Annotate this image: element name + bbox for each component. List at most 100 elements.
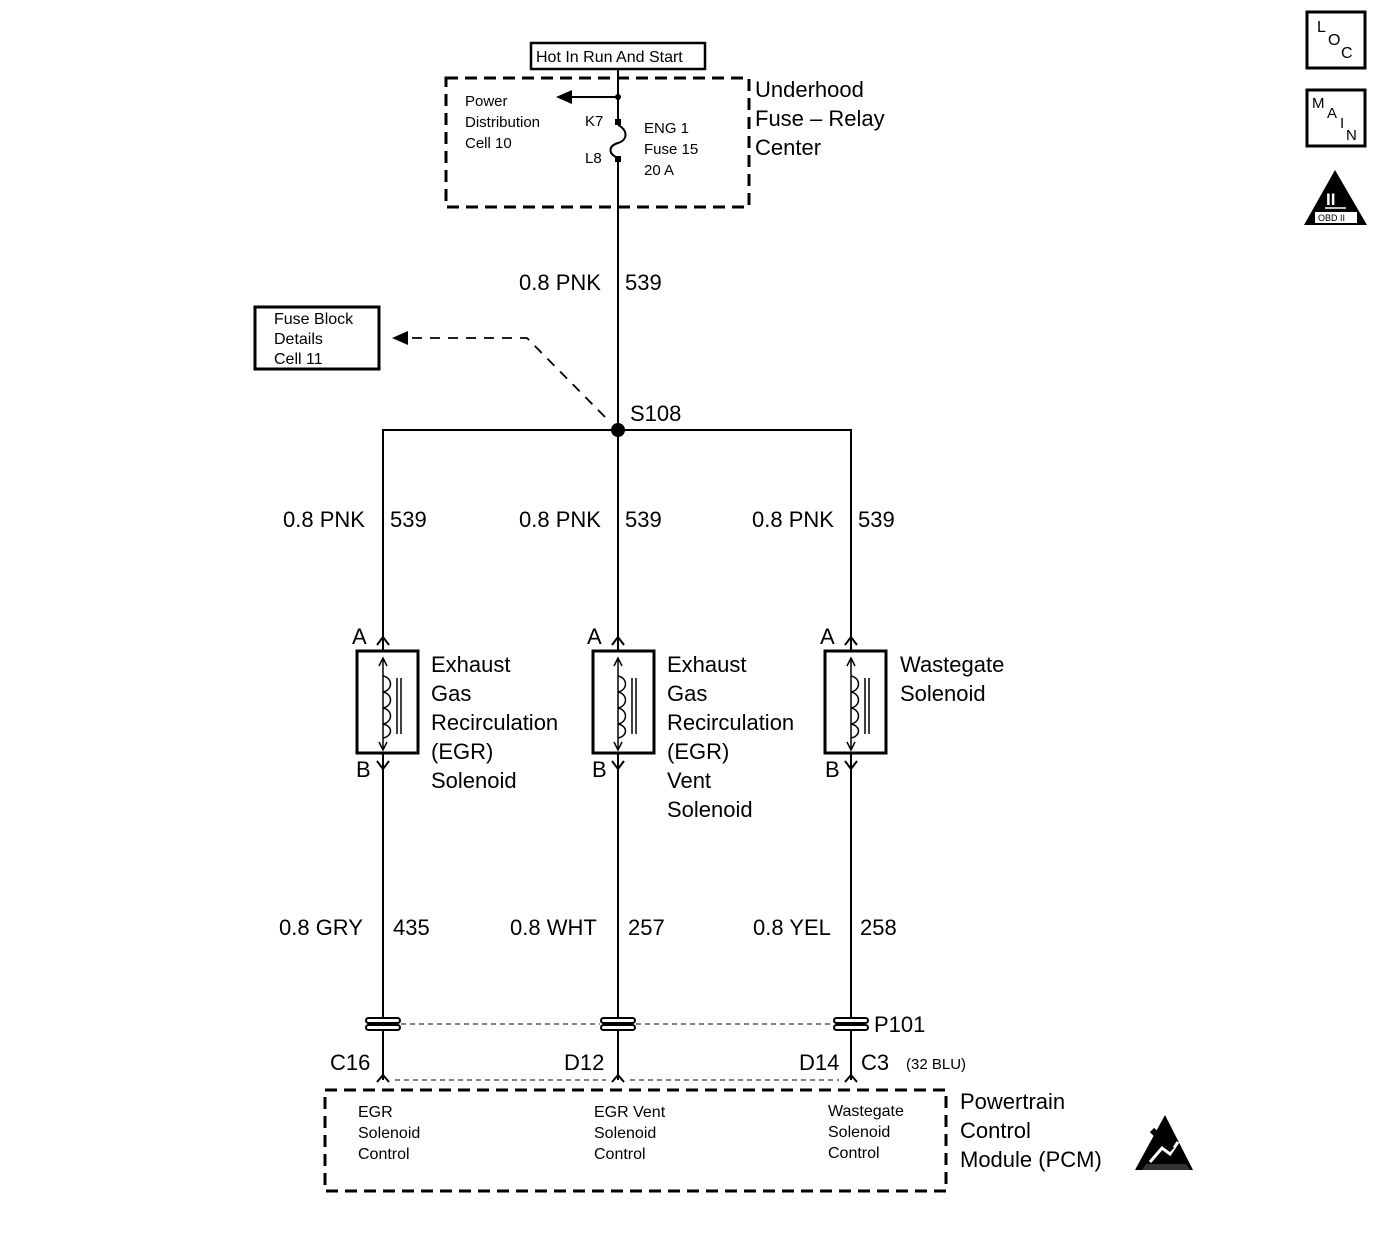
branch-mid-circuit: 539 (625, 507, 662, 532)
pcm-title-2: Control (960, 1118, 1031, 1143)
loc-icon[interactable]: L O C (1305, 10, 1367, 70)
power-dist-line-3: Cell 10 (465, 135, 512, 152)
power-dist-line-2: Distribution (465, 114, 540, 131)
pcm-connector-note: (32 BLU) (906, 1056, 966, 1073)
fuse-block-line-3: Cell 11 (274, 351, 323, 368)
ref-arrow-icon (392, 331, 408, 345)
vent-pin-b: B (592, 757, 607, 782)
fuse-block-line-2: Details (274, 331, 323, 348)
pcm-module: EGR Solenoid Control EGR Vent Solenoid C… (323, 1088, 1102, 1193)
pin-l8: L8 (585, 150, 602, 167)
obd-label: OBD II (1318, 213, 1345, 223)
pcm-input-3-line-1: Wastegate (828, 1103, 904, 1120)
wastegate-label-1: Wastegate (900, 652, 1004, 677)
pcm-title-3: Module (PCM) (960, 1147, 1102, 1172)
vent-coil-icon (617, 675, 627, 739)
pcm-pin-c3: C3 (861, 1050, 889, 1075)
pcm-input-1-line-1: EGR (358, 1104, 393, 1121)
pcm-pin-d14: D14 (799, 1050, 839, 1075)
wastegate-solenoid: A B Wastegate Solenoid (820, 624, 1004, 1080)
fuse-line-1: ENG 1 (644, 120, 689, 137)
hot-in-run-label: Hot In Run And Start (529, 41, 707, 71)
branch-left-circuit: 539 (390, 507, 427, 532)
fuse-center-title-1: Underhood (755, 77, 864, 102)
vent-pin-b-connector-icon (611, 760, 625, 771)
egr-label-3: Recirculation (431, 710, 558, 735)
egr-pin-b-connector-icon (376, 760, 390, 771)
egr-label-2: Gas (431, 681, 471, 706)
vent-label-4: (EGR) (667, 739, 729, 764)
esd-sensitive-icon (1135, 1115, 1193, 1170)
ctrl-mid-gauge: 0.8 WHT (510, 915, 597, 940)
power-dist-line-1: Power (465, 93, 508, 110)
fuse-line-3: 20 A (644, 162, 674, 179)
ctrl-mid-circuit: 257 (628, 915, 665, 940)
fuse-line-2: Fuse 15 (644, 141, 698, 158)
pcm-input-1-line-3: Control (358, 1146, 410, 1163)
wastegate-coil-icon (850, 675, 860, 739)
branch-mid-gauge: 0.8 PNK (519, 507, 601, 532)
fuse-symbol-icon (609, 124, 627, 159)
main-letter-a: A (1327, 105, 1337, 122)
main-icon[interactable]: M A I N (1305, 88, 1367, 148)
obd-numeral: II (1326, 190, 1335, 209)
pcm-input-3-line-2: Solenoid (828, 1124, 890, 1141)
ctrl-left-gauge: 0.8 GRY (279, 915, 363, 940)
wastegate-pin-a: A (820, 624, 835, 649)
hot-label-text: Hot In Run And Start (536, 49, 683, 66)
feed-wire-circuit: 539 (625, 270, 662, 295)
underhood-fuse-relay-center: Underhood Fuse – Relay Center Power Dist… (444, 69, 885, 209)
branch-right-circuit: 539 (858, 507, 895, 532)
power-dist-arrow-icon (556, 90, 572, 104)
wastegate-pin-b-connector-icon (844, 760, 858, 771)
vent-label-1: Exhaust (667, 652, 747, 677)
pcm-input-2-line-3: Control (594, 1146, 646, 1163)
main-letter-m: M (1312, 95, 1325, 112)
ctrl-right-circuit: 258 (860, 915, 897, 940)
pin-k7: K7 (585, 113, 603, 130)
pcm-pin-d12: D12 (564, 1050, 604, 1075)
pcm-terminal-c16-icon (376, 1073, 390, 1083)
splice-label: S108 (630, 401, 681, 426)
loc-letter-o: O (1328, 32, 1340, 49)
pcm-terminal-d12-icon (611, 1073, 625, 1083)
pcm-terminal-c3-icon (844, 1073, 858, 1083)
vent-label-2: Gas (667, 681, 707, 706)
vent-label-3: Recirculation (667, 710, 794, 735)
fuse-block-line-1: Fuse Block (274, 311, 354, 328)
fuse-center-title-3: Center (755, 135, 821, 160)
obd-ii-icon[interactable]: II OBD II (1304, 170, 1367, 225)
pcm-input-2-line-1: EGR Vent (594, 1104, 666, 1121)
ctrl-right-gauge: 0.8 YEL (753, 915, 831, 940)
branch-right-gauge: 0.8 PNK (752, 507, 834, 532)
vent-pin-a: A (587, 624, 602, 649)
egr-solenoid: A B Exhaust Gas Recirculation (EGR) Sole… (352, 624, 558, 1080)
p101-pin-mid-icon (600, 1017, 636, 1031)
wastegate-pin-b: B (825, 757, 840, 782)
pcm-pin-c16: C16 (330, 1050, 370, 1075)
feed-wire-gauge: 0.8 PNK (519, 270, 601, 295)
pcm-title-1: Powertrain (960, 1089, 1065, 1114)
inline-connector-p101: P101 (365, 1012, 925, 1037)
l8-terminal (615, 156, 621, 162)
p101-label: P101 (874, 1012, 925, 1037)
fuse-center-title-2: Fuse – Relay (755, 106, 885, 131)
egr-label-4: (EGR) (431, 739, 493, 764)
ctrl-left-circuit: 435 (393, 915, 430, 940)
ref-dashed-leader (408, 337, 606, 418)
fuse-block-details-ref: Fuse Block Details Cell 11 (253, 305, 606, 418)
egr-vent-solenoid: A B Exhaust Gas Recirculation (EGR) Vent… (587, 624, 794, 1080)
egr-pin-b: B (356, 757, 371, 782)
pcm-input-3-line-3: Control (828, 1145, 880, 1162)
p101-pin-left-icon (365, 1017, 401, 1031)
main-letter-n: N (1346, 127, 1357, 144)
loc-letter-l: L (1317, 19, 1326, 36)
branch-left-gauge: 0.8 PNK (283, 507, 365, 532)
main-letter-i: I (1340, 115, 1344, 132)
egr-label-5: Solenoid (431, 768, 517, 793)
pcm-input-1-line-2: Solenoid (358, 1125, 420, 1142)
p101-pin-right-icon (833, 1017, 869, 1031)
egr-pin-a: A (352, 624, 367, 649)
vent-label-6: Solenoid (667, 797, 753, 822)
